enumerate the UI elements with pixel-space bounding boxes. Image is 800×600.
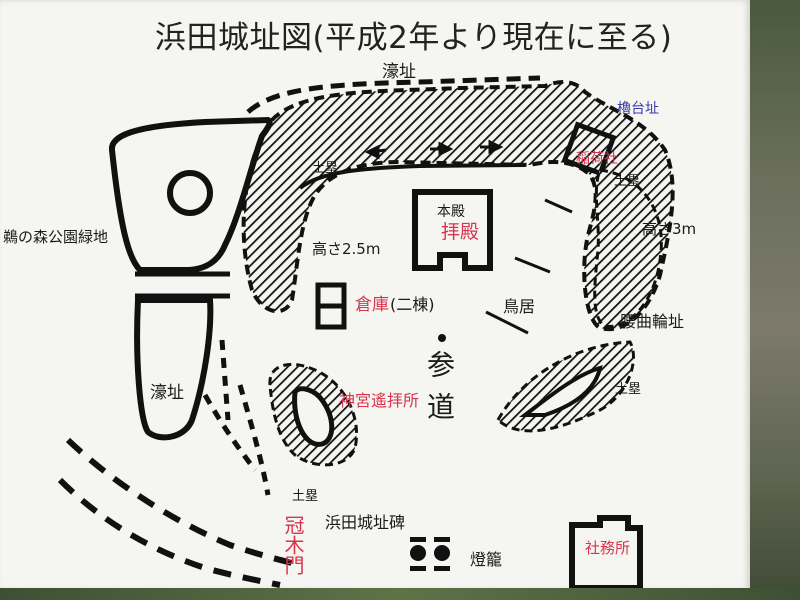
castle-map-sign: 浜田城址図(平成2年より現在に至る) 濠址 鵜の森公園緑地 櫓台址 稲荷社 土塁… <box>0 0 750 590</box>
right-embankment-hatch <box>593 168 663 328</box>
park-label: 鵜の森公園緑地 <box>3 228 109 246</box>
approach-label: 参道 <box>423 350 456 434</box>
direction-arrows <box>364 139 573 335</box>
shamusho-label: 社務所 <box>585 539 631 557</box>
lantern-symbols <box>410 537 450 571</box>
yohaisho-label: 神宮遙拝所 <box>339 391 420 410</box>
earthwork-label-top-right: 土塁 <box>614 174 641 189</box>
earthwork-label-bottom: 土塁 <box>292 489 319 504</box>
foliage-background <box>748 0 800 600</box>
main-embankment <box>241 80 675 332</box>
main-hall-label: 本殿 <box>437 204 465 220</box>
main-hall-building <box>412 189 493 271</box>
left-moat-shape <box>109 116 273 441</box>
earthwork-label-top-left: 土塁 <box>312 161 339 176</box>
storehouse-count-label: (二棟) <box>390 295 435 314</box>
inari-label: 稲荷社 <box>576 151 618 167</box>
approach-dashes <box>202 339 271 496</box>
lantern-label: 燈籠 <box>470 550 503 569</box>
earthwork-label-mid-right: 土塁 <box>615 382 642 397</box>
worship-hall-label: 拝殿 <box>441 221 480 243</box>
bottom-curve-dashes <box>57 437 301 588</box>
turret-label: 櫓台址 <box>617 101 659 117</box>
top-dashed-line <box>246 75 541 114</box>
height-label-left: 高さ2.5m <box>312 240 381 258</box>
moat-label-top: 濠址 <box>382 62 416 82</box>
approach-dot <box>438 334 446 342</box>
moat-label-left: 濠址 <box>150 383 184 403</box>
map-title: 浜田城址図(平成2年より現在に至る) <box>155 20 673 56</box>
ground-foliage <box>0 588 800 600</box>
height-label-right: 高さ3m <box>642 220 697 238</box>
inari-shrine-building <box>561 121 617 177</box>
koshiguruwa-label: 腰曲輪址 <box>620 312 685 331</box>
map-drawing <box>57 75 675 590</box>
torii-label: 鳥居 <box>503 297 536 316</box>
lower-right-earthwork <box>496 340 635 433</box>
storehouse-label: 倉庫 <box>355 295 389 315</box>
kabukimon-label: 冠木門 <box>281 515 305 575</box>
monument-label: 浜田城址碑 <box>325 513 406 532</box>
yohaisho-earthwork <box>268 362 358 467</box>
storehouse-buildings <box>315 282 347 330</box>
